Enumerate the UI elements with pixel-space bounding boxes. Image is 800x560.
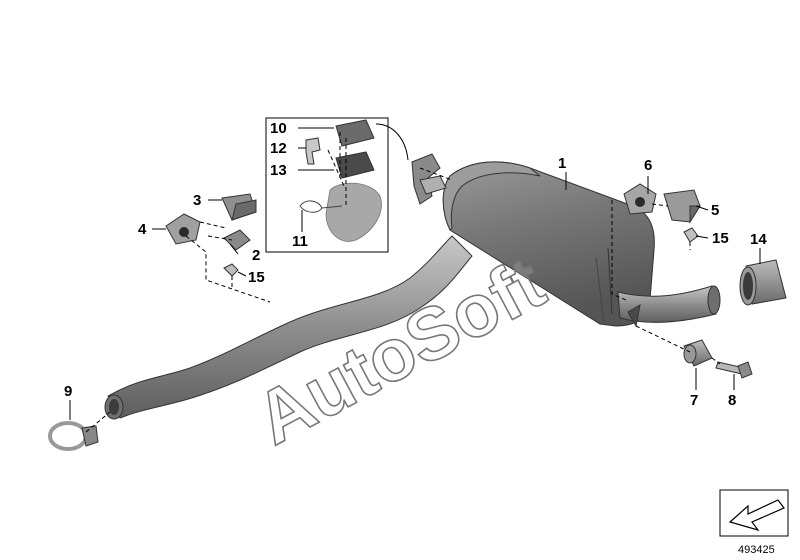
orientation-box: 493425 bbox=[719, 489, 789, 556]
callout-11: 11 bbox=[292, 233, 308, 250]
tail-pipe bbox=[617, 285, 721, 328]
rubber-mount-3 bbox=[221, 193, 257, 221]
callout-14: 14 bbox=[750, 231, 767, 248]
bolt-8 bbox=[715, 361, 753, 379]
nut-15-left bbox=[223, 263, 239, 277]
orientation-arrow-icon bbox=[728, 499, 785, 532]
document-number: 493425 bbox=[738, 544, 775, 556]
tailpipe-trim-14 bbox=[739, 259, 787, 306]
rear-hanger-bracket bbox=[411, 153, 447, 205]
callout-8: 8 bbox=[728, 392, 736, 409]
bracket-2 bbox=[223, 229, 251, 251]
callout-6: 6 bbox=[644, 157, 652, 174]
callout-7: 7 bbox=[690, 392, 698, 409]
callout-5: 5 bbox=[711, 202, 719, 219]
callouts: 1 2 3 4 5 6 7 8 9 10 11 12 13 14 15 15 bbox=[64, 120, 767, 409]
callout-4: 4 bbox=[138, 221, 147, 238]
callout-9: 9 bbox=[64, 383, 72, 400]
housing-11 bbox=[325, 182, 382, 242]
bracket-13 bbox=[335, 151, 375, 179]
callout-15-left: 15 bbox=[248, 269, 265, 286]
callout-12: 12 bbox=[270, 140, 287, 157]
rubber-mount-6 bbox=[623, 183, 657, 215]
bracket-5 bbox=[663, 189, 701, 224]
rubber-mount-4 bbox=[165, 213, 201, 245]
bush-7 bbox=[683, 339, 713, 367]
detail-inset bbox=[265, 117, 409, 253]
callout-2: 2 bbox=[252, 247, 260, 264]
callout-13: 13 bbox=[270, 162, 287, 179]
callout-1: 1 bbox=[558, 155, 566, 172]
callout-3: 3 bbox=[193, 192, 201, 209]
leader-lines bbox=[69, 127, 761, 420]
nut-15-right bbox=[683, 227, 699, 243]
rear-muffler bbox=[442, 161, 655, 327]
callout-10: 10 bbox=[270, 120, 287, 137]
bolt-12 bbox=[305, 137, 321, 165]
front-exhaust-pipe bbox=[104, 235, 473, 420]
clamp-9 bbox=[48, 421, 99, 451]
callout-15-right: 15 bbox=[712, 230, 729, 247]
assembly-lines bbox=[85, 167, 721, 433]
